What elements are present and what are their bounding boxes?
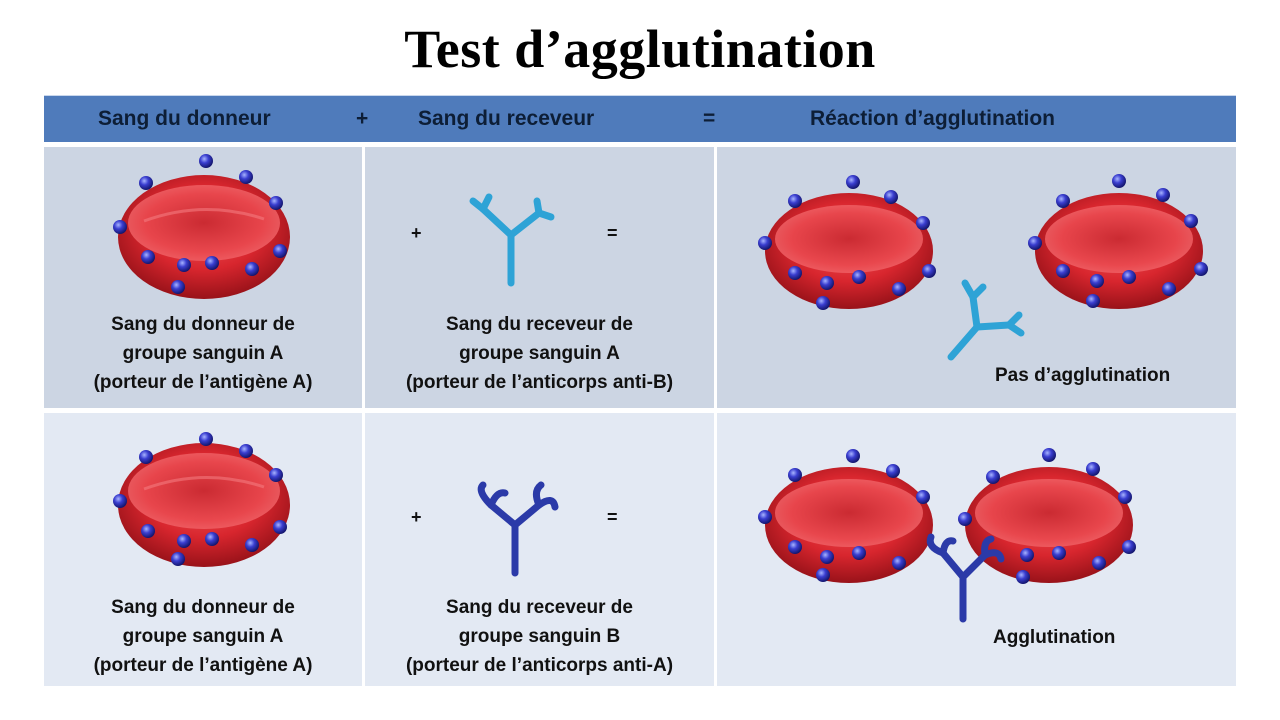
- header-plus: +: [356, 107, 369, 130]
- red-blood-cell-icon: [758, 448, 1136, 623]
- donor-caption: Sang du donneur de groupe sanguin A (por…: [93, 597, 313, 676]
- header-donor: Sang du donneur: [98, 107, 271, 130]
- row1-recipient-cell: + = Sang du receveur de groupe sanguin A…: [365, 147, 714, 408]
- red-blood-cell-icon: [758, 174, 1208, 361]
- table-header: Sang du donneur + Sang du receveur = Réa…: [44, 95, 1236, 142]
- row1-reaction-cell: Pas d’agglutination: [717, 147, 1236, 408]
- red-blood-cell-icon: [113, 432, 290, 567]
- recipient-caption: Sang du receveur de groupe sanguin A (po…: [405, 314, 674, 393]
- antigen-icon: [113, 154, 287, 294]
- equals-sign: =: [607, 507, 618, 527]
- antibody-anti-b-icon: [947, 279, 1025, 361]
- antigen-icon: [113, 432, 287, 566]
- plus-sign: +: [411, 223, 422, 243]
- plus-sign: +: [411, 507, 422, 527]
- result-label: Pas d’agglutination: [995, 365, 1171, 386]
- red-blood-cell-icon: [113, 154, 290, 299]
- recipient-caption: Sang du receveur de groupe sanguin B (po…: [405, 597, 674, 676]
- result-label: Agglutination: [993, 627, 1116, 648]
- header-recipient: Sang du receveur: [418, 107, 595, 130]
- row1-donor-cell: Sang du donneur de groupe sanguin A (por…: [44, 147, 362, 408]
- antibody-anti-a-icon: [477, 481, 559, 577]
- header-equals: =: [703, 107, 716, 130]
- row2-recipient-cell: + = Sang du receveur de groupe sanguin B…: [365, 413, 714, 686]
- equals-sign: =: [607, 223, 618, 243]
- antibody-anti-b-icon: [469, 193, 555, 287]
- row2-donor-cell: Sang du donneur de groupe sanguin A (por…: [44, 413, 362, 686]
- header-reaction: Réaction d’agglutination: [810, 107, 1055, 130]
- row2-reaction-cell: Agglutination: [717, 413, 1236, 686]
- antibody-anti-a-icon: [926, 533, 1005, 623]
- page-title: Test d’agglutination: [404, 19, 876, 79]
- donor-caption: Sang du donneur de groupe sanguin A (por…: [93, 314, 313, 393]
